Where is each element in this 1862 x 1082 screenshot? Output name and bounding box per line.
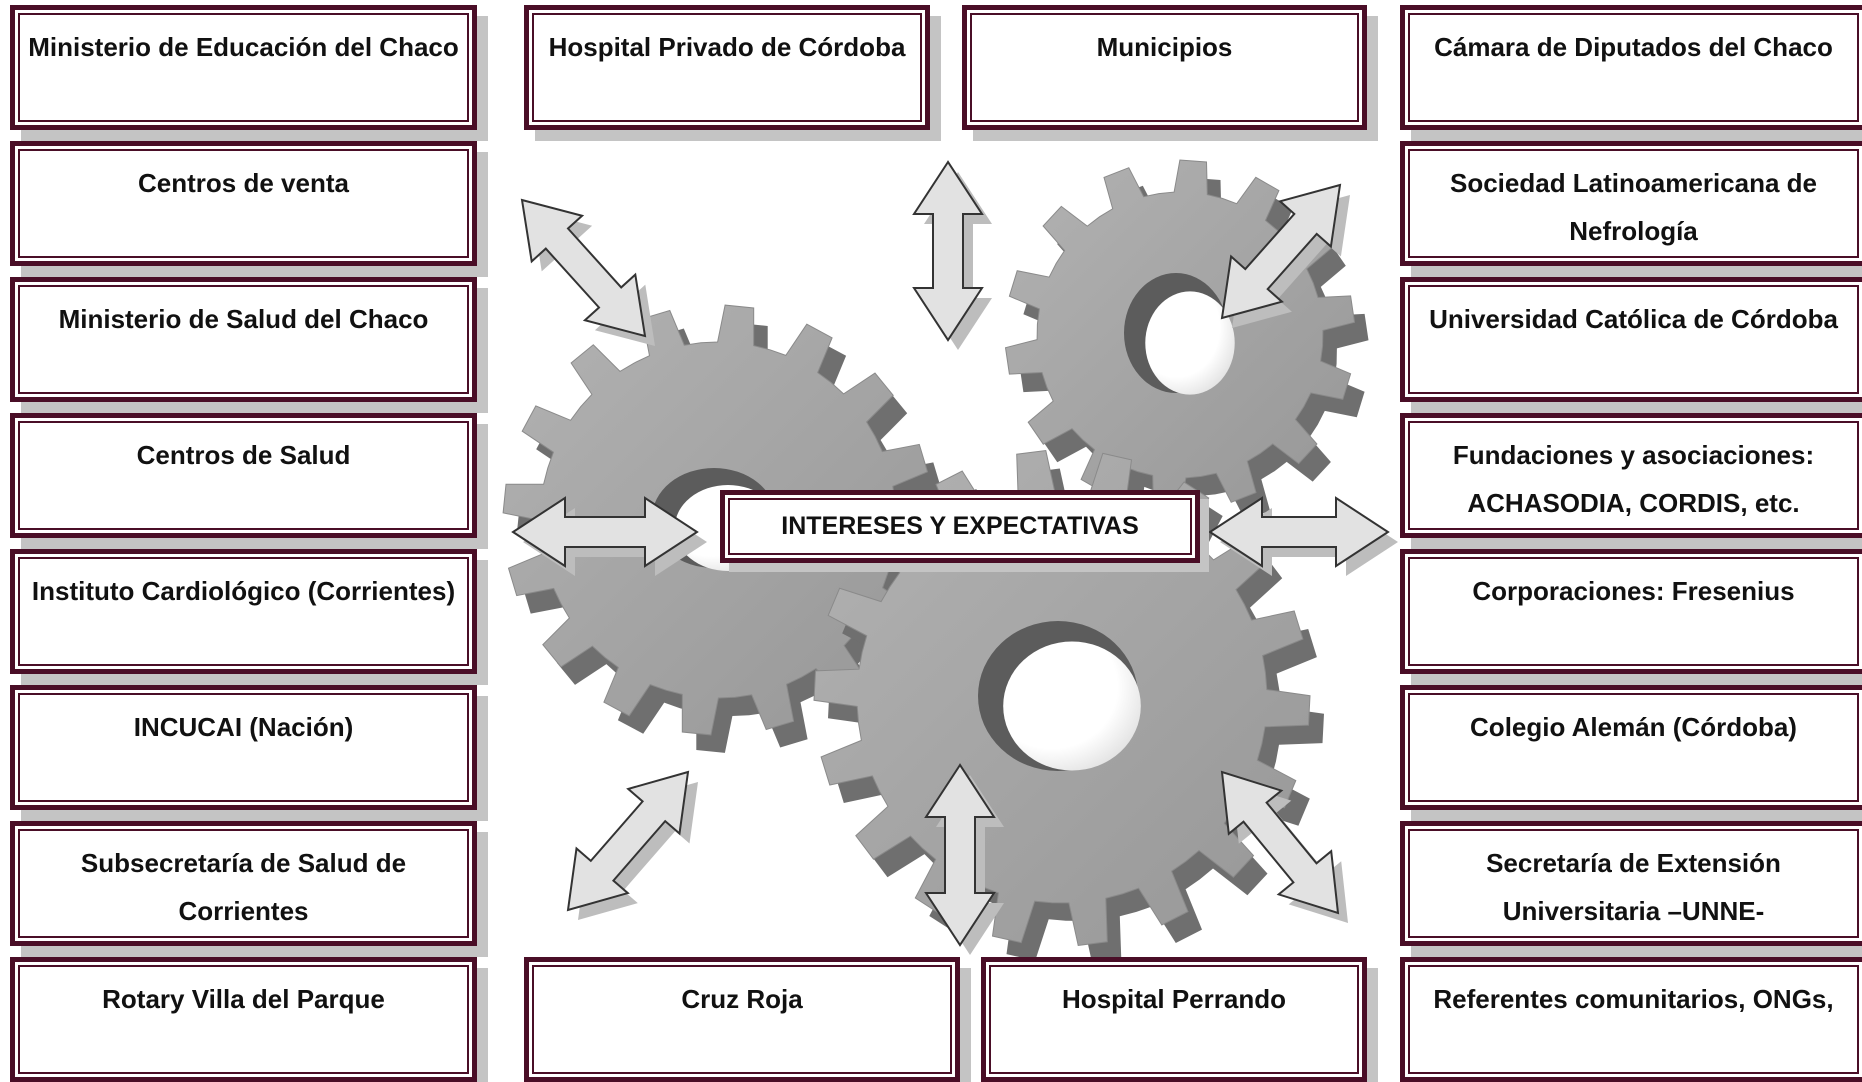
stakeholder-box: Corporaciones: Fresenius xyxy=(1400,549,1862,674)
stakeholder-label: INCUCAI (Nación) xyxy=(133,712,354,742)
stakeholder-box: Subsecretaría de Salud de Corrientes xyxy=(10,821,477,946)
double-arrow-icon xyxy=(1208,496,1390,568)
stakeholder-box: Hospital Privado de Córdoba xyxy=(524,5,930,130)
stakeholder-box: Instituto Cardiológico (Corrientes) xyxy=(10,549,477,674)
stakeholder-box: Ministerio de Educación del Chaco xyxy=(10,5,477,130)
stakeholder-box: Cámara de Diputados del Chaco xyxy=(1400,5,1862,130)
stakeholder-label: Centros de venta xyxy=(138,168,349,198)
double-arrow-icon xyxy=(511,496,699,568)
stakeholder-label: Corporaciones: Fresenius xyxy=(1472,576,1795,606)
central-topic-label: INTERESES Y EXPECTATIVAS xyxy=(781,512,1139,540)
stakeholder-box: Hospital Perrando xyxy=(981,957,1367,1082)
stakeholder-label: Universidad Católica de Córdoba xyxy=(1429,304,1838,334)
stakeholder-label: Cruz Roja xyxy=(681,984,803,1014)
stakeholder-box: Centros de venta xyxy=(10,141,477,266)
double-arrow-icon xyxy=(520,198,647,338)
stakeholder-box: Colegio Alemán (Córdoba) xyxy=(1400,685,1862,810)
stakeholder-box: INCUCAI (Nación) xyxy=(10,685,477,810)
stakeholder-label: Referentes comunitarios, ONGs, xyxy=(1433,984,1834,1014)
double-arrow-icon xyxy=(566,770,690,912)
double-arrow-icon xyxy=(1220,183,1342,320)
stakeholder-label: Ministerio de Salud del Chaco xyxy=(58,304,429,334)
stakeholder-label: Municipios xyxy=(1096,32,1233,62)
stakeholder-box: Cruz Roja xyxy=(524,957,960,1082)
stakeholder-box: Secretaría de Extensión Universitaria –U… xyxy=(1400,821,1862,946)
stakeholder-label: Hospital Perrando xyxy=(1062,984,1286,1014)
stakeholder-box: Referentes comunitarios, ONGs, xyxy=(1400,957,1862,1082)
stakeholder-label: Fundaciones y asociaciones: ACHASODIA, C… xyxy=(1452,440,1815,518)
double-arrow-icon xyxy=(1220,770,1340,915)
stakeholder-box: Rotary Villa del Parque xyxy=(10,957,477,1082)
central-topic-box: INTERESES Y EXPECTATIVAS xyxy=(720,490,1200,563)
stakeholder-label: Instituto Cardiológico (Corrientes) xyxy=(31,576,456,606)
stakeholder-box: Sociedad Latinoamericana de Nefrología xyxy=(1400,141,1862,266)
stakeholder-label: Secretaría de Extensión Universitaria –U… xyxy=(1486,848,1781,926)
double-arrow-icon xyxy=(912,160,984,342)
stakeholder-label: Colegio Alemán (Córdoba) xyxy=(1470,712,1797,742)
stakeholder-label: Ministerio de Educación del Chaco xyxy=(28,32,459,62)
stakeholder-label: Subsecretaría de Salud de Corrientes xyxy=(80,848,407,926)
stakeholder-label: Sociedad Latinoamericana de Nefrología xyxy=(1449,168,1817,246)
stakeholder-box: Universidad Católica de Córdoba xyxy=(1400,277,1862,402)
stakeholder-box: Fundaciones y asociaciones: ACHASODIA, C… xyxy=(1400,413,1862,538)
stakeholder-box: Centros de Salud xyxy=(10,413,477,538)
double-arrow-icon xyxy=(924,763,996,947)
gear-hole xyxy=(1145,291,1235,395)
gear-hole xyxy=(1003,641,1141,771)
stakeholder-box: Ministerio de Salud del Chaco xyxy=(10,277,477,402)
stakeholder-box: Municipios xyxy=(962,5,1367,130)
stakeholder-label: Rotary Villa del Parque xyxy=(102,984,385,1014)
stakeholder-label: Hospital Privado de Córdoba xyxy=(548,32,906,62)
stakeholder-label: Centros de Salud xyxy=(136,440,351,470)
stakeholder-label: Cámara de Diputados del Chaco xyxy=(1434,32,1833,62)
